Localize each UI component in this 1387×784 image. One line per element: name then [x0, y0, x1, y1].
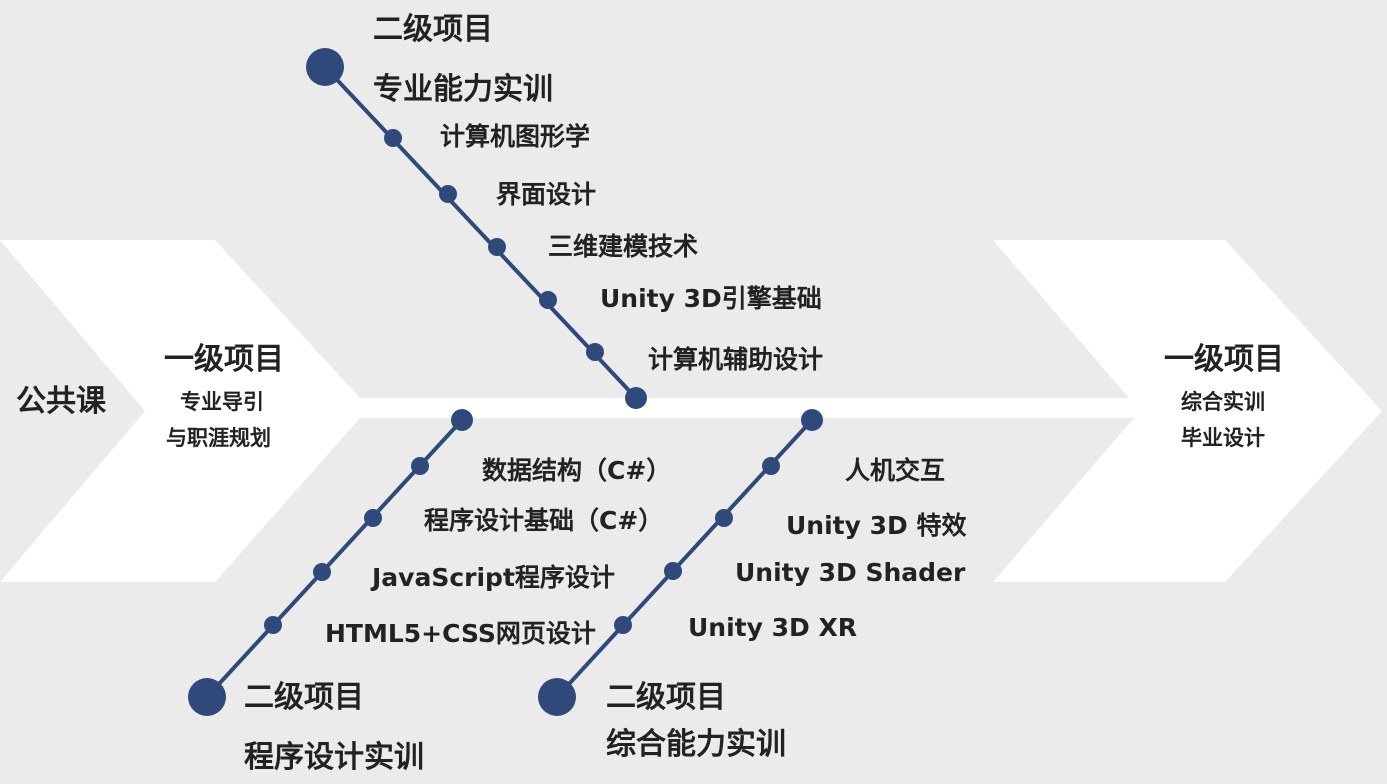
right-level1-line2: 毕业设计 [1181, 426, 1265, 450]
left-level1-line2: 与职涯规划 [166, 426, 271, 450]
bottom-left-branch-course: 程序设计基础（C#） [424, 506, 664, 535]
top-branch-course: 计算机辅助设计 [648, 345, 824, 374]
bottom-right-branch-subtitle: 综合能力实训 [606, 727, 786, 762]
top-branch-course: 界面设计 [496, 180, 597, 209]
bottom-right-branch-big-node [538, 678, 576, 716]
top-branch-node [539, 291, 557, 309]
bottom-right-branch-course: Unity 3D 特效 [786, 511, 967, 540]
bottom-left-branch-node [313, 563, 331, 581]
bottom-right-branch-course: Unity 3D Shader [735, 558, 966, 587]
bottom-right-branch-end-node [801, 409, 823, 431]
bottom-left-branch-course: HTML5+CSS网页设计 [325, 619, 596, 648]
bottom-left-branch-node [411, 457, 429, 475]
left-chevron [0, 240, 1145, 582]
bottom-right-branch-node [762, 457, 780, 475]
bottom-left-branch-node [264, 616, 282, 634]
bottom-left-branch-subtitle: 程序设计实训 [244, 740, 424, 775]
right-level1-line1: 综合实训 [1181, 390, 1265, 414]
top-branch-subtitle: 专业能力实训 [373, 72, 553, 107]
right-level1-title: 一级项目 [1164, 342, 1284, 377]
bottom-right-branch-node [715, 509, 733, 527]
top-branch-course: 计算机图形学 [440, 122, 591, 151]
right-chevron [993, 240, 1382, 582]
bottom-left-branch-course: JavaScript程序设计 [372, 563, 615, 592]
bottom-right-branch-node [614, 616, 632, 634]
top-branch-node [488, 238, 506, 256]
top-branch-big-node [306, 48, 344, 86]
bottom-left-branch-course: 数据结构（C#） [482, 456, 672, 485]
bottom-left-branch-end-node [451, 409, 473, 431]
bottom-left-branch-big-node [188, 678, 226, 716]
bottom-right-branch-title: 二级项目 [606, 680, 726, 715]
left-level1-title: 一级项目 [164, 342, 284, 377]
bottom-right-branch-course: 人机交互 [845, 456, 946, 485]
top-branch-node [586, 343, 604, 361]
left-level1-line1: 专业导引 [180, 390, 264, 414]
public-course-label: 公共课 [16, 384, 106, 419]
top-branch-node [384, 129, 402, 147]
top-branch-title: 二级项目 [373, 12, 493, 47]
bottom-right-branch-node [664, 562, 682, 580]
bottom-right-branch-course: Unity 3D XR [688, 613, 857, 642]
top-branch-course: Unity 3D引擎基础 [600, 284, 822, 313]
top-branch-node [439, 185, 457, 203]
bottom-left-branch-node [364, 509, 382, 527]
top-branch-course: 三维建模技术 [548, 232, 699, 261]
top-branch-end-node [625, 387, 647, 409]
top-branch-line [323, 65, 638, 400]
bottom-left-branch-title: 二级项目 [244, 680, 364, 715]
